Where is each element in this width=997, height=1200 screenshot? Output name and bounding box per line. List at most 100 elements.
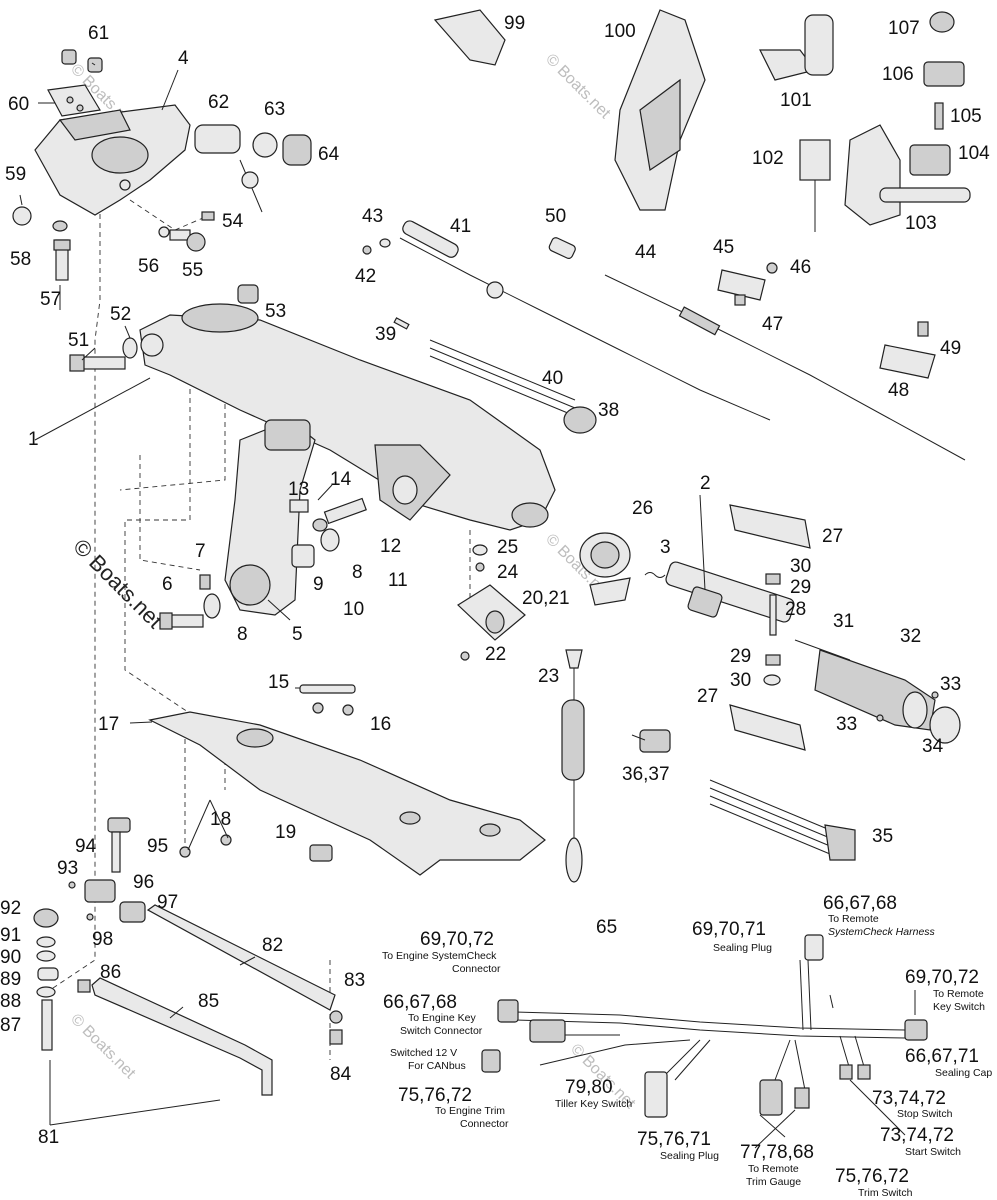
callout-45: 45 [713, 237, 734, 258]
part-5-throttle-arm [224, 419, 316, 616]
callout-15: 15 [268, 672, 289, 693]
callout-27: 27 [822, 526, 843, 547]
callout-12: 12 [380, 536, 401, 557]
callout-88: 88 [0, 991, 21, 1012]
callout-89: 89 [0, 969, 21, 990]
callout-93: 93 [57, 858, 78, 879]
callout-27: 27 [697, 686, 718, 707]
callout-31: 31 [833, 611, 854, 632]
harness-label-69-70-72-a: 69,70,72 [420, 929, 494, 950]
callout-49: 49 [940, 338, 961, 359]
harness-note: Key Switch [933, 1001, 985, 1013]
callout-2: 2 [700, 473, 711, 494]
callout-43: 43 [362, 206, 383, 227]
callout-81: 81 [38, 1127, 59, 1148]
harness-label-77-78-68: 77,78,68 [740, 1142, 814, 1163]
part-20-25-bracket [457, 544, 526, 661]
harness-note: Connector [460, 1118, 509, 1130]
harness-note: Stop Switch [897, 1108, 953, 1120]
harness-note: To Engine Key [408, 1012, 476, 1024]
harness-note: Switched 12 V [390, 1047, 457, 1059]
part-99-107-upper-right [433, 9, 971, 232]
callout-82: 82 [262, 935, 283, 956]
harness-note: Sealing Plug [713, 942, 772, 954]
watermark: © Boats.net [67, 1011, 139, 1083]
harness-note: Connector [452, 963, 501, 975]
part-81-98-linkage [33, 817, 343, 1096]
part-1-tiller-arm [139, 303, 556, 531]
harness-callouts: 66,67,68 To Remote SystemCheck Harness 6… [382, 893, 992, 1199]
callout-7: 7 [195, 541, 206, 562]
callout-30: 30 [730, 670, 751, 691]
callout-28: 28 [785, 599, 806, 620]
callout-35: 35 [872, 826, 893, 847]
callout-20-21: 20,21 [522, 588, 570, 609]
part-35-harness [709, 779, 856, 861]
callout-44: 44 [635, 242, 657, 263]
part-61-nuts [61, 49, 103, 73]
harness-label-75-76-72-b: 75,76,72 [835, 1166, 909, 1187]
harness-label-69-70-72-b: 69,70,72 [905, 967, 979, 988]
callout-24: 24 [497, 562, 519, 583]
callout-36-37: 36,37 [622, 764, 670, 785]
callout-85: 85 [198, 991, 219, 1012]
part-65-wiring-harness [481, 934, 928, 1118]
callout-4: 4 [178, 48, 189, 69]
part-4-tiller-bracket [34, 104, 191, 216]
callout-90: 90 [0, 947, 21, 968]
callout-40: 40 [542, 368, 563, 389]
harness-note: To Engine SystemCheck [382, 950, 497, 962]
part-59-58-57-hardware [12, 206, 71, 281]
harness-label-75-76-71: 75,76,71 [637, 1129, 711, 1150]
harness-label-69-70-71: 69,70,71 [692, 919, 766, 940]
part-62-64-key-switch [194, 124, 312, 213]
callout-9: 9 [313, 574, 324, 595]
part-54-56-screws [158, 211, 215, 252]
callout-84: 84 [330, 1064, 352, 1085]
harness-label-73-74-72-a: 73,74,72 [872, 1088, 946, 1109]
callout-8: 8 [237, 624, 248, 645]
callout-94: 94 [75, 836, 97, 857]
part-17-lower-cover [148, 711, 546, 876]
callout-95: 95 [147, 836, 168, 857]
callout-96: 96 [133, 872, 154, 893]
part-26-collar [579, 532, 666, 606]
callout-38: 38 [598, 400, 619, 421]
callout-53: 53 [265, 301, 286, 322]
callout-50: 50 [545, 206, 566, 227]
callout-5: 5 [292, 624, 303, 645]
harness-label-66-67-68-top: 66,67,68 [823, 893, 897, 914]
callout-58: 58 [10, 249, 31, 270]
part-15-19-hardware [179, 684, 356, 862]
callout-103: 103 [905, 213, 937, 234]
part-53-nut [237, 284, 259, 304]
callout-1: 1 [28, 429, 39, 450]
harness-note: Tiller Key Switch [555, 1098, 632, 1110]
callout-63: 63 [264, 99, 285, 120]
callout-17: 17 [98, 714, 119, 735]
harness-note: To Remote [828, 913, 879, 925]
callout-52: 52 [110, 304, 131, 325]
callout-65: 65 [596, 917, 617, 938]
callout-19: 19 [275, 822, 296, 843]
callout-3: 3 [660, 537, 671, 558]
callout-16: 16 [370, 714, 391, 735]
harness-note: To Engine Trim [435, 1105, 505, 1117]
callout-83: 83 [344, 970, 365, 991]
part-6-14-small-hardware [159, 484, 367, 630]
callout-33: 33 [940, 674, 961, 695]
harness-note: Trim Gauge [746, 1176, 801, 1188]
harness-label-66-67-68-b: 66,67,68 [383, 992, 457, 1013]
callout-41: 41 [450, 216, 471, 237]
harness-note: For CANbus [408, 1060, 466, 1072]
callout-47: 47 [762, 314, 783, 335]
callout-56: 56 [138, 256, 159, 277]
harness-note: SystemCheck Harness [828, 926, 936, 938]
callout-14: 14 [330, 469, 352, 490]
part-45-50-hardware [548, 237, 936, 379]
harness-label-66-67-71: 66,67,71 [905, 1046, 979, 1067]
harness-note: Trim Switch [858, 1187, 913, 1199]
callout-30: 30 [790, 556, 811, 577]
callout-59: 59 [5, 164, 26, 185]
